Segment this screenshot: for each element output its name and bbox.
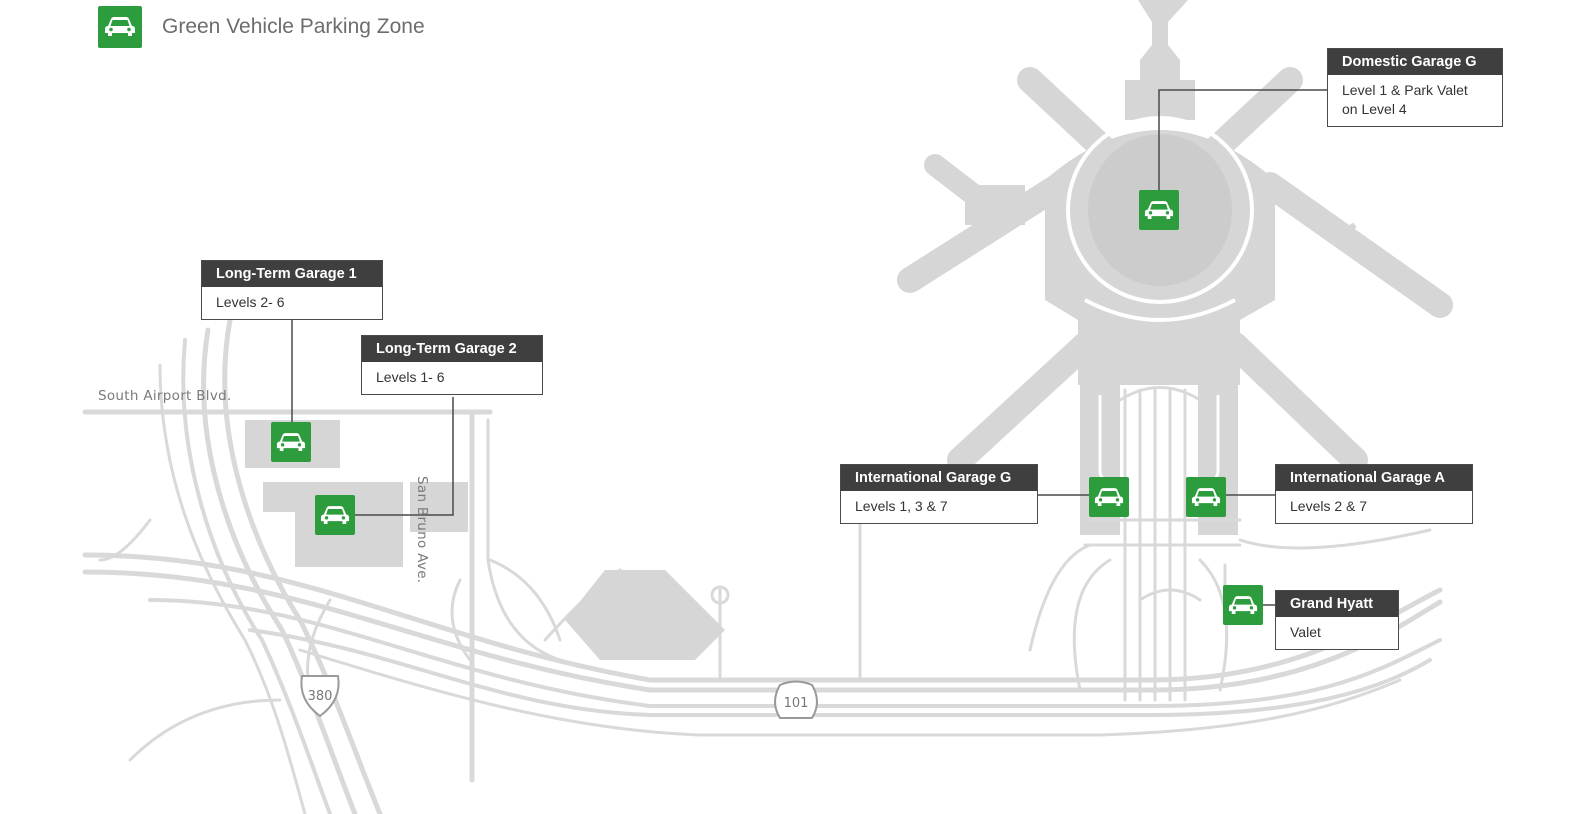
callout-title: Long-Term Garage 2 [362, 336, 542, 362]
marker-international-garage-a[interactable] [1186, 477, 1226, 517]
us101-number: 101 [784, 696, 809, 711]
callout-long-term-garage-1: Long-Term Garage 1 Levels 2- 6 [201, 260, 383, 320]
car-icon [1094, 487, 1124, 506]
marker-international-garage-g[interactable] [1089, 477, 1129, 517]
callout-international-garage-a: International Garage A Levels 2 & 7 [1275, 464, 1473, 524]
legend-label: Green Vehicle Parking Zone [162, 15, 425, 38]
callout-detail: Level 1 & Park Valet on Level 4 [1342, 82, 1468, 117]
long-term-lots [245, 420, 725, 660]
legend-car-icon [98, 6, 142, 48]
us101-shield: 101 [774, 680, 818, 719]
callout-detail: Levels 1, 3 & 7 [855, 498, 948, 514]
street-label-south-airport-blvd: South Airport Blvd. [98, 388, 232, 404]
callout-detail: Levels 1- 6 [376, 369, 445, 385]
car-icon [1144, 200, 1174, 219]
legend: Green Vehicle Parking Zone [98, 6, 425, 48]
marker-long-term-garage-2[interactable] [315, 495, 355, 535]
marker-long-term-garage-1[interactable] [271, 422, 311, 462]
callout-title: Long-Term Garage 1 [202, 261, 382, 287]
marker-grand-hyatt[interactable] [1223, 585, 1263, 625]
callout-domestic-garage-g: Domestic Garage G Level 1 & Park Valet o… [1327, 48, 1503, 127]
car-icon [1191, 487, 1221, 506]
i380-number: 380 [308, 689, 333, 704]
callout-detail: Levels 2 & 7 [1290, 498, 1368, 514]
car-icon [1228, 595, 1258, 614]
street-label-san-bruno-ave: San Bruno Ave. [414, 476, 430, 584]
callout-detail: Levels 2- 6 [216, 294, 285, 310]
car-icon [320, 505, 350, 524]
i380-shield: 380 [300, 675, 340, 718]
callout-long-term-garage-2: Long-Term Garage 2 Levels 1- 6 [361, 335, 543, 395]
callout-title: Grand Hyatt [1276, 591, 1398, 617]
leader-lines [291, 89, 1328, 606]
callout-detail: Valet [1290, 624, 1321, 640]
interstate-380 [98, 317, 383, 814]
car-icon [276, 432, 306, 451]
callout-international-garage-g: International Garage G Levels 1, 3 & 7 [840, 464, 1038, 524]
callout-grand-hyatt: Grand Hyatt Valet [1275, 590, 1399, 650]
local-streets [82, 409, 862, 783]
marker-domestic-garage-g[interactable] [1139, 190, 1179, 230]
callout-title: International Garage A [1276, 465, 1472, 491]
callout-title: Domestic Garage G [1328, 49, 1502, 75]
callout-title: International Garage G [841, 465, 1037, 491]
car-icon [105, 17, 135, 36]
